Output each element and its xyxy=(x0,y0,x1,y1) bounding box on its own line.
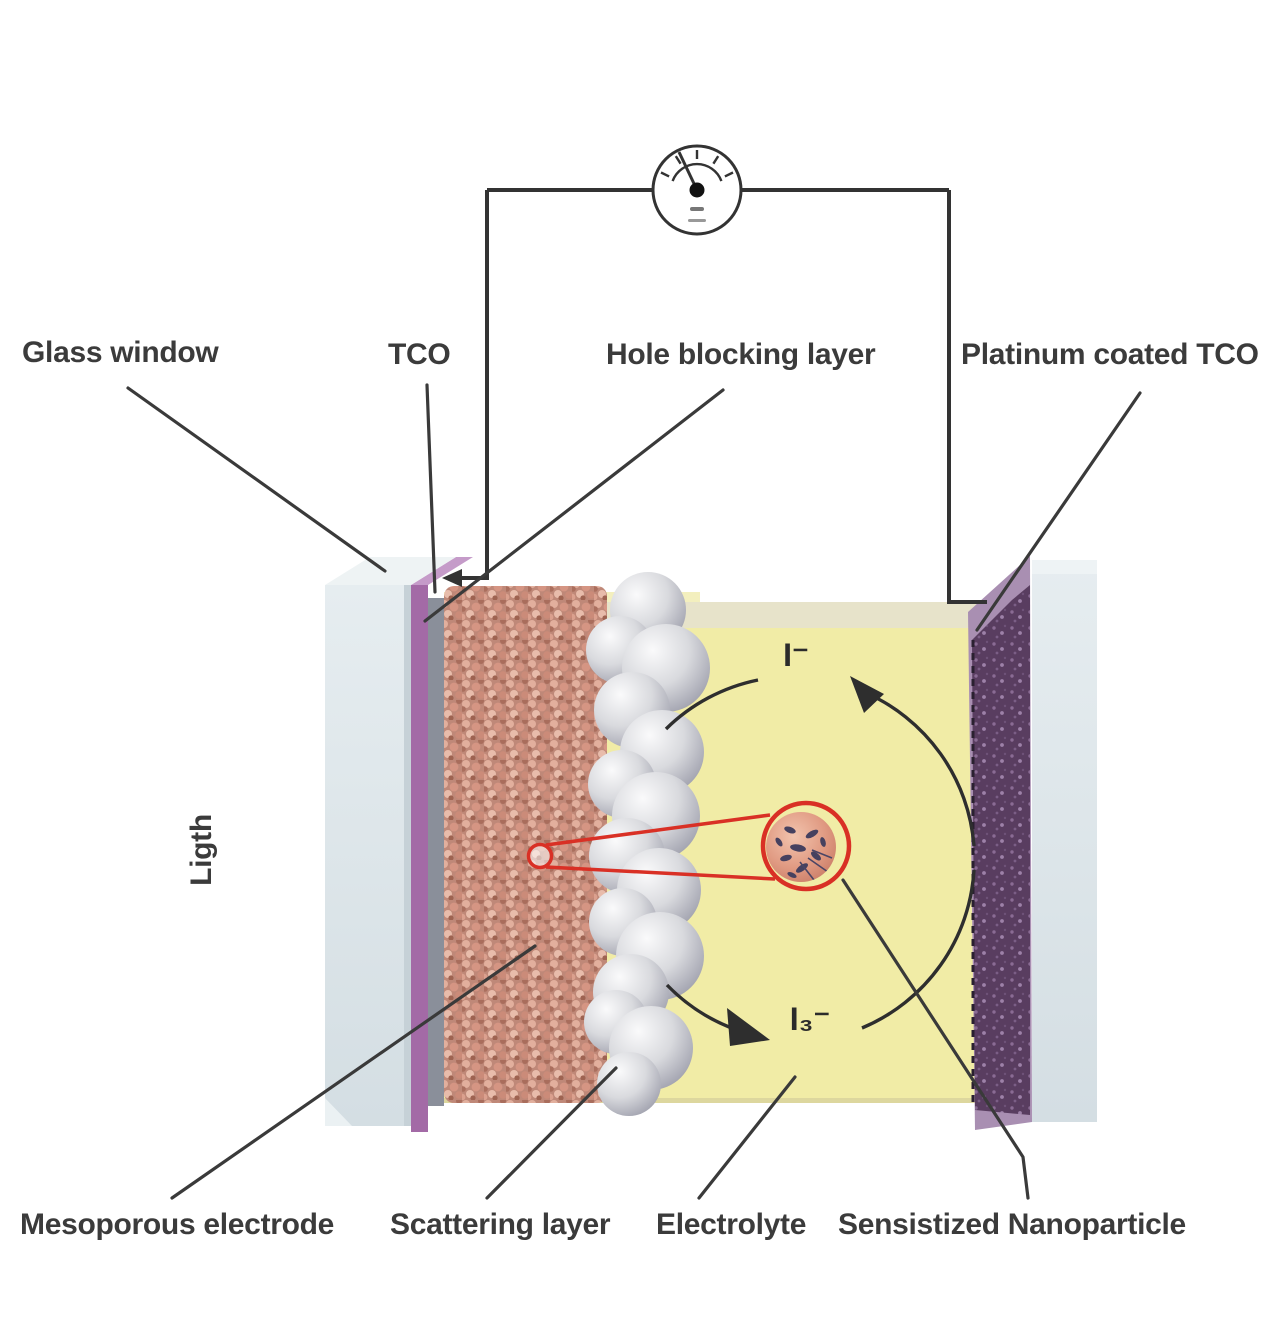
leader-platinum-tco xyxy=(975,391,1142,632)
leader-hole-blocking xyxy=(423,388,725,623)
label-sensistized-nanoparticle: Sensistized Nanoparticle xyxy=(838,1208,1186,1241)
iodide-cycle-arrows xyxy=(664,676,976,1046)
mesoporous-electrode-layer xyxy=(444,586,607,1103)
right-glass-slab xyxy=(1032,560,1097,1122)
leader-nanoparticle xyxy=(841,878,1030,1200)
leader-tco xyxy=(425,383,437,594)
magnifier-lens-circle xyxy=(760,800,852,892)
leader-lines xyxy=(126,383,1142,1200)
circuit-wires xyxy=(452,188,987,604)
scattering-layer-spheres xyxy=(584,572,710,1116)
magnified-nanoparticle-callout xyxy=(526,800,852,892)
magnifier-source-circle xyxy=(526,842,554,870)
label-platinum-coated-tco: Platinum coated TCO xyxy=(961,338,1259,371)
hole-blocking-layer-strip xyxy=(428,598,444,1106)
platinum-coated-tco-layer xyxy=(968,556,1032,1130)
label-electrolyte: Electrolyte xyxy=(656,1208,807,1241)
label-triiodide-ion: I₃⁻ xyxy=(789,1001,831,1037)
dye-molecules xyxy=(775,826,833,881)
leader-scattering xyxy=(485,1066,618,1200)
arrowhead-to-triiodide xyxy=(727,1008,770,1046)
label-scattering-layer: Scattering layer xyxy=(390,1208,611,1241)
label-light: Ligth xyxy=(185,814,218,886)
wire-arrowhead-to-tco xyxy=(442,569,462,587)
label-hole-blocking-layer: Hole blocking layer xyxy=(606,338,876,371)
tco-layer-strip xyxy=(411,557,473,1132)
leader-mesoporous xyxy=(170,944,537,1200)
analog-current-meter-icon xyxy=(651,144,743,236)
label-iodide-ion: I⁻ xyxy=(783,637,809,673)
arrowhead-to-iodide xyxy=(850,676,884,713)
label-glass-window: Glass window xyxy=(22,336,219,369)
label-tco: TCO xyxy=(388,338,451,371)
leader-electrolyte xyxy=(697,1075,797,1200)
leader-glass-window xyxy=(126,386,387,573)
left-glass-slab xyxy=(325,557,456,1126)
label-mesoporous-electrode: Mesoporous electrode xyxy=(20,1208,335,1241)
